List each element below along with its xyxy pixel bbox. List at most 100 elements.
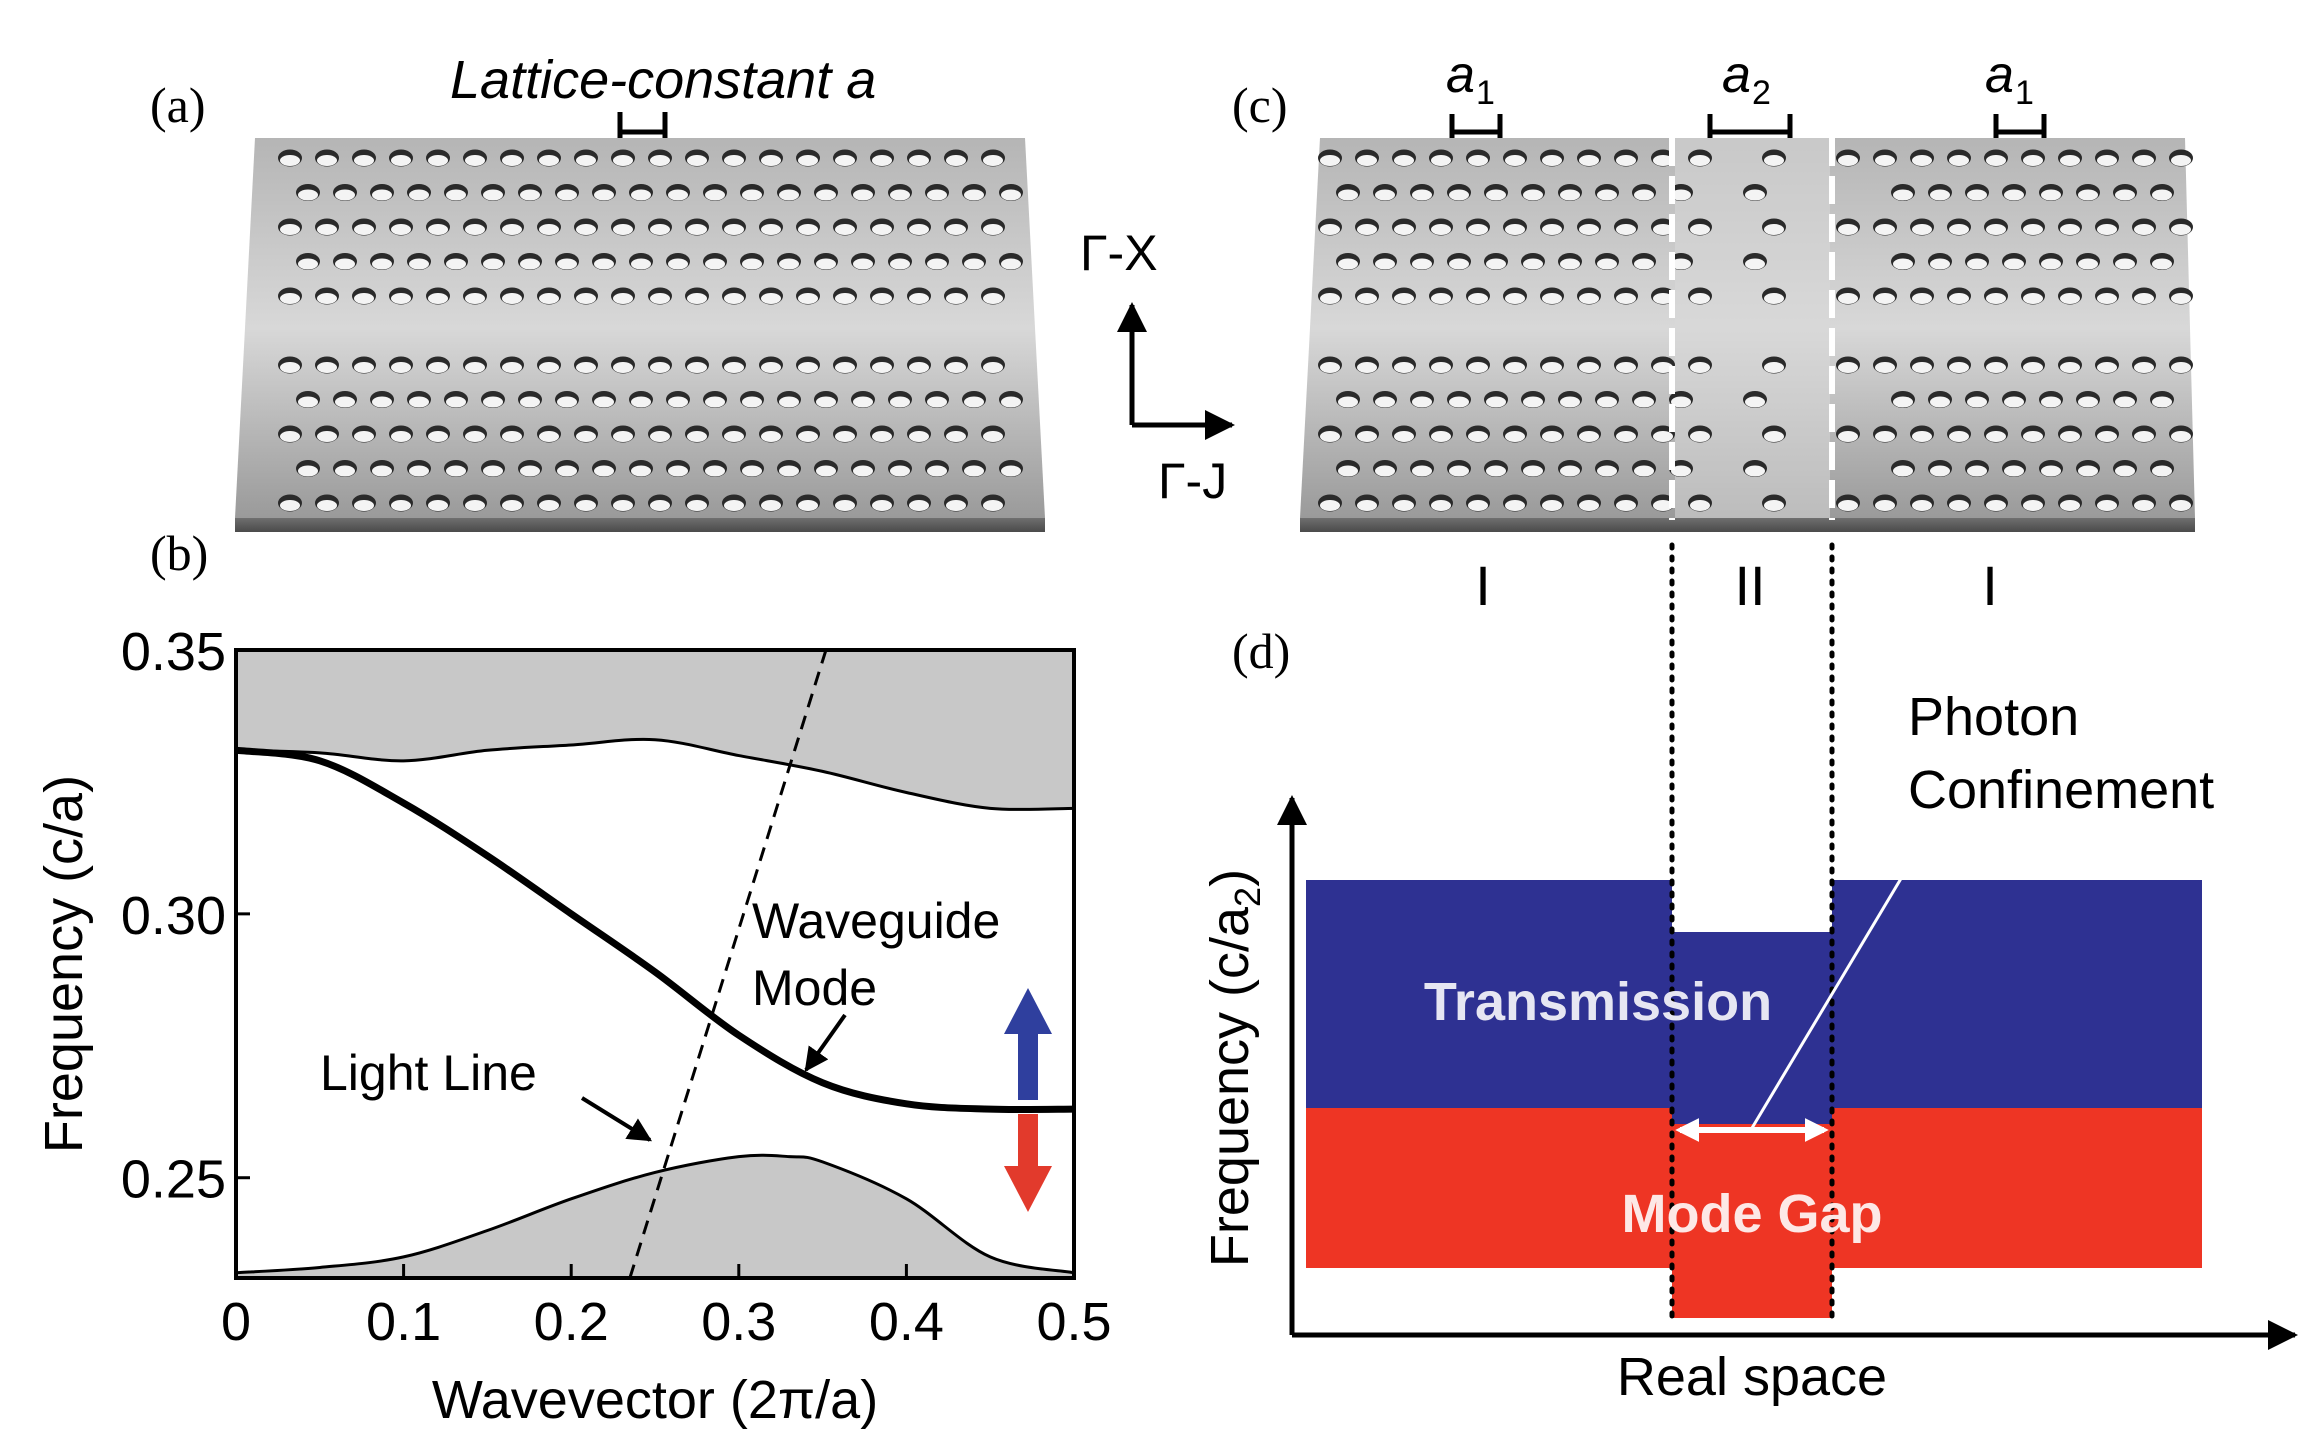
air-hole-highlight: [1653, 500, 1673, 511]
air-hole-highlight: [539, 362, 559, 373]
air-hole-highlight: [1001, 396, 1021, 408]
region-label-left: I: [1475, 554, 1491, 617]
air-hole-highlight: [1394, 224, 1414, 235]
air-hole-highlight: [1523, 258, 1543, 270]
photon-label-line1: Photon: [1908, 687, 2079, 747]
air-hole-highlight: [594, 465, 614, 477]
air-hole-highlight: [1320, 293, 1340, 304]
air-hole-highlight: [409, 465, 429, 477]
air-hole-highlight: [2115, 465, 2135, 477]
lattice-constant-label: Lattice-constant a: [450, 50, 876, 110]
air-hole-highlight: [761, 431, 781, 442]
air-hole-highlight: [2097, 431, 2117, 442]
air-hole-highlight: [816, 189, 836, 201]
air-hole-highlight: [1468, 431, 1488, 442]
air-hole-highlight: [2171, 224, 2191, 235]
air-hole-highlight: [1634, 396, 1654, 408]
air-hole-highlight: [557, 189, 577, 201]
air-hole-highlight: [1764, 362, 1784, 373]
air-hole-highlight: [1875, 155, 1895, 166]
air-hole-highlight: [1375, 396, 1395, 408]
air-hole-highlight: [2115, 258, 2135, 270]
air-hole-highlight: [1912, 293, 1932, 304]
air-hole-highlight: [1875, 224, 1895, 235]
air-hole-highlight: [1764, 155, 1784, 166]
air-hole-highlight: [1838, 500, 1858, 511]
air-hole-highlight: [391, 224, 411, 235]
air-hole-highlight: [1764, 431, 1784, 442]
air-hole-highlight: [2115, 189, 2135, 201]
air-hole-highlight: [1505, 431, 1525, 442]
region-ii-strip: [1675, 138, 1830, 518]
air-hole-highlight: [1431, 431, 1451, 442]
air-hole-highlight: [2023, 431, 2043, 442]
light-line-label: Light Line: [320, 1045, 537, 1101]
air-hole-highlight: [1653, 155, 1673, 166]
air-hole-highlight: [835, 431, 855, 442]
air-hole-highlight: [1930, 258, 1950, 270]
air-hole-highlight: [946, 293, 966, 304]
air-hole-highlight: [2060, 431, 2080, 442]
air-hole-highlight: [983, 362, 1003, 373]
air-hole-highlight: [650, 500, 670, 511]
air-hole-highlight: [853, 258, 873, 270]
air-hole-highlight: [798, 155, 818, 166]
air-hole-highlight: [2023, 155, 2043, 166]
air-hole-highlight: [483, 258, 503, 270]
air-hole-highlight: [613, 293, 633, 304]
air-hole-highlight: [1949, 362, 1969, 373]
air-hole-highlight: [816, 258, 836, 270]
air-hole-highlight: [946, 362, 966, 373]
panel-label-d: (d): [1232, 623, 1290, 679]
air-hole-highlight: [1357, 224, 1377, 235]
air-hole-highlight: [2152, 189, 2172, 201]
air-hole-highlight: [1616, 362, 1636, 373]
mode-gap-label: Mode Gap: [1621, 1184, 1882, 1244]
air-hole-highlight: [2023, 224, 2043, 235]
air-hole-highlight: [502, 500, 522, 511]
air-hole-highlight: [354, 155, 374, 166]
air-hole-highlight: [983, 224, 1003, 235]
air-hole-highlight: [520, 189, 540, 201]
air-hole-highlight: [1468, 293, 1488, 304]
air-hole-highlight: [1449, 465, 1469, 477]
arrow-down-icon: [1004, 1114, 1052, 1212]
air-hole-highlight: [798, 293, 818, 304]
air-hole-highlight: [853, 465, 873, 477]
air-hole-highlight: [983, 500, 1003, 511]
y-tick-label: 0.35: [121, 622, 226, 682]
air-hole-highlight: [1616, 293, 1636, 304]
air-hole-highlight: [2078, 258, 2098, 270]
plot-frame: [234, 648, 1076, 1280]
air-hole-highlight: [428, 224, 448, 235]
air-hole-highlight: [761, 362, 781, 373]
air-hole-highlight: [927, 189, 947, 201]
air-hole-highlight: [335, 396, 355, 408]
air-hole-highlight: [2171, 431, 2191, 442]
air-hole-highlight: [557, 258, 577, 270]
air-hole-highlight: [1338, 465, 1358, 477]
air-hole-highlight: [520, 465, 540, 477]
air-hole-highlight: [1893, 189, 1913, 201]
air-hole-highlight: [1616, 431, 1636, 442]
x-tick-label: 0.1: [366, 1292, 441, 1352]
air-hole-highlight: [1560, 258, 1580, 270]
air-hole-highlight: [779, 396, 799, 408]
air-hole-highlight: [687, 293, 707, 304]
air-hole-highlight: [798, 500, 818, 511]
air-hole-highlight: [1838, 431, 1858, 442]
air-hole-highlight: [2097, 224, 2117, 235]
band-diagram: [236, 650, 1074, 1278]
air-hole-highlight: [1653, 224, 1673, 235]
svg-text:a: a: [1985, 46, 2014, 104]
air-hole-highlight: [502, 293, 522, 304]
air-hole-highlight: [372, 258, 392, 270]
y-axis-label: Frequency (c/a): [34, 775, 94, 1153]
air-hole-highlight: [650, 362, 670, 373]
air-hole-highlight: [428, 500, 448, 511]
air-hole-highlight: [1616, 224, 1636, 235]
air-hole-highlight: [1838, 362, 1858, 373]
air-hole-highlight: [1394, 362, 1414, 373]
air-hole-highlight: [1616, 155, 1636, 166]
air-hole-highlight: [631, 396, 651, 408]
